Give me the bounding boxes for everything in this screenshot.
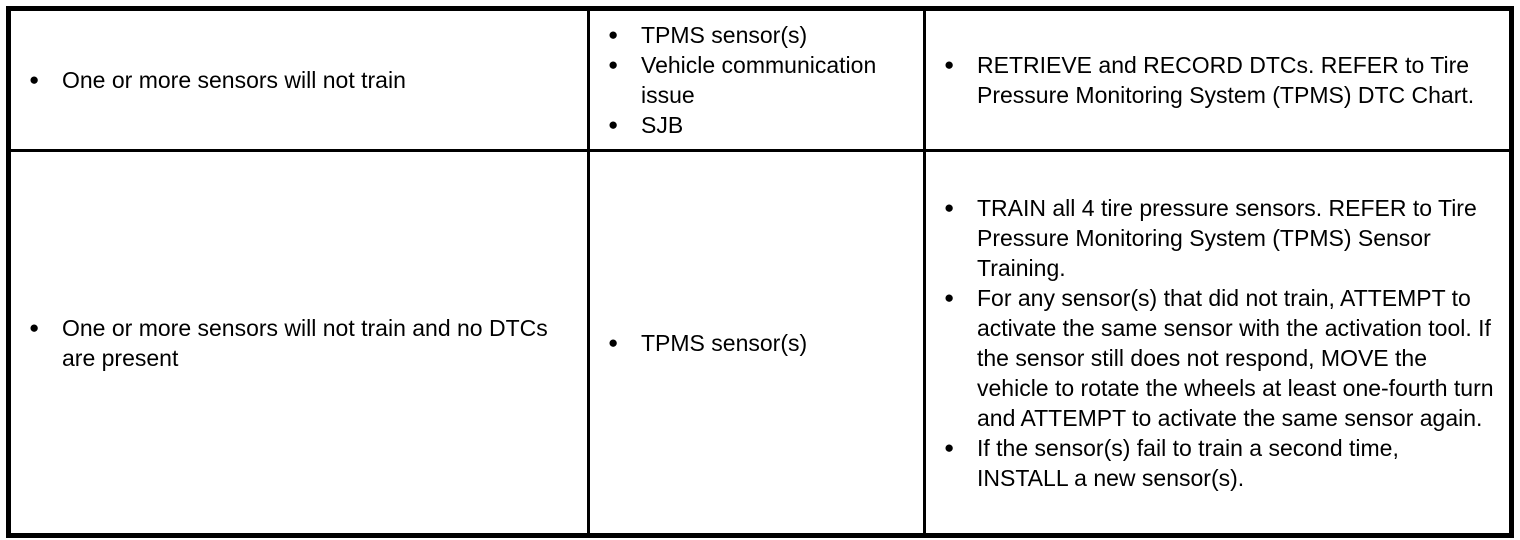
action-cell: ● TRAIN all 4 tire pressure sensors. REF… — [923, 149, 1513, 537]
bullet-icon: ● — [944, 287, 955, 307]
list-item: ● Vehicle communication issue — [592, 50, 910, 110]
symptom-cell: ● One or more sensors will not train and… — [7, 149, 590, 537]
causes-cell: ● TPMS sensor(s) ● Vehicle communication… — [587, 7, 926, 152]
symptom-list: ● One or more sensors will not train and… — [12, 313, 574, 373]
bullet-icon: ● — [29, 317, 40, 337]
causes-list: ● TPMS sensor(s) — [592, 328, 910, 358]
bullet-icon: ● — [608, 25, 619, 44]
list-item-text: One or more sensors will not train — [62, 67, 406, 93]
list-item-text: SJB — [641, 112, 684, 138]
list-item: ● One or more sensors will not train — [12, 65, 574, 95]
action-list: ● TRAIN all 4 tire pressure sensors. REF… — [928, 193, 1496, 493]
list-item-text: If the sensor(s) fail to train a second … — [977, 434, 1399, 491]
list-item-text: One or more sensors will not train and n… — [62, 314, 548, 371]
list-item: ● TRAIN all 4 tire pressure sensors. REF… — [928, 193, 1496, 283]
bullet-icon: ● — [944, 197, 955, 217]
symptom-cell: ● One or more sensors will not train — [7, 7, 590, 152]
list-item: ● TPMS sensor(s) — [592, 328, 910, 358]
bullet-icon: ● — [608, 332, 619, 352]
bullet-icon: ● — [608, 55, 619, 74]
bullet-icon: ● — [944, 437, 955, 457]
bullet-icon: ● — [608, 115, 619, 134]
bullet-icon: ● — [29, 70, 40, 89]
list-item: ● If the sensor(s) fail to train a secon… — [928, 433, 1496, 493]
list-item-text: TPMS sensor(s) — [641, 22, 808, 48]
action-cell: ● RETRIEVE and RECORD DTCs. REFER to Tir… — [923, 7, 1513, 152]
list-item-text: For any sensor(s) that did not train, AT… — [977, 284, 1494, 431]
table-row: ● One or more sensors will not train and… — [7, 149, 1513, 537]
list-item: ● RETRIEVE and RECORD DTCs. REFER to Tir… — [928, 50, 1496, 110]
causes-list: ● TPMS sensor(s) ● Vehicle communication… — [592, 20, 910, 140]
causes-cell: ● TPMS sensor(s) — [587, 149, 926, 537]
list-item-text: Vehicle communication issue — [641, 52, 877, 108]
bullet-icon: ● — [944, 55, 955, 74]
list-item: ● TPMS sensor(s) — [592, 20, 910, 50]
list-item: ● SJB — [592, 110, 910, 140]
table-row: ● One or more sensors will not train ● T… — [7, 7, 1513, 152]
symptom-list: ● One or more sensors will not train — [12, 65, 574, 95]
list-item: ● One or more sensors will not train and… — [12, 313, 574, 373]
list-item: ● For any sensor(s) that did not train, … — [928, 283, 1496, 433]
list-item-text: RETRIEVE and RECORD DTCs. REFER to Tire … — [977, 52, 1475, 108]
tpms-diagnostic-table: ● One or more sensors will not train ● T… — [6, 6, 1514, 538]
list-item-text: TPMS sensor(s) — [641, 329, 808, 356]
action-list: ● RETRIEVE and RECORD DTCs. REFER to Tir… — [928, 50, 1496, 110]
list-item-text: TRAIN all 4 tire pressure sensors. REFER… — [977, 194, 1477, 281]
